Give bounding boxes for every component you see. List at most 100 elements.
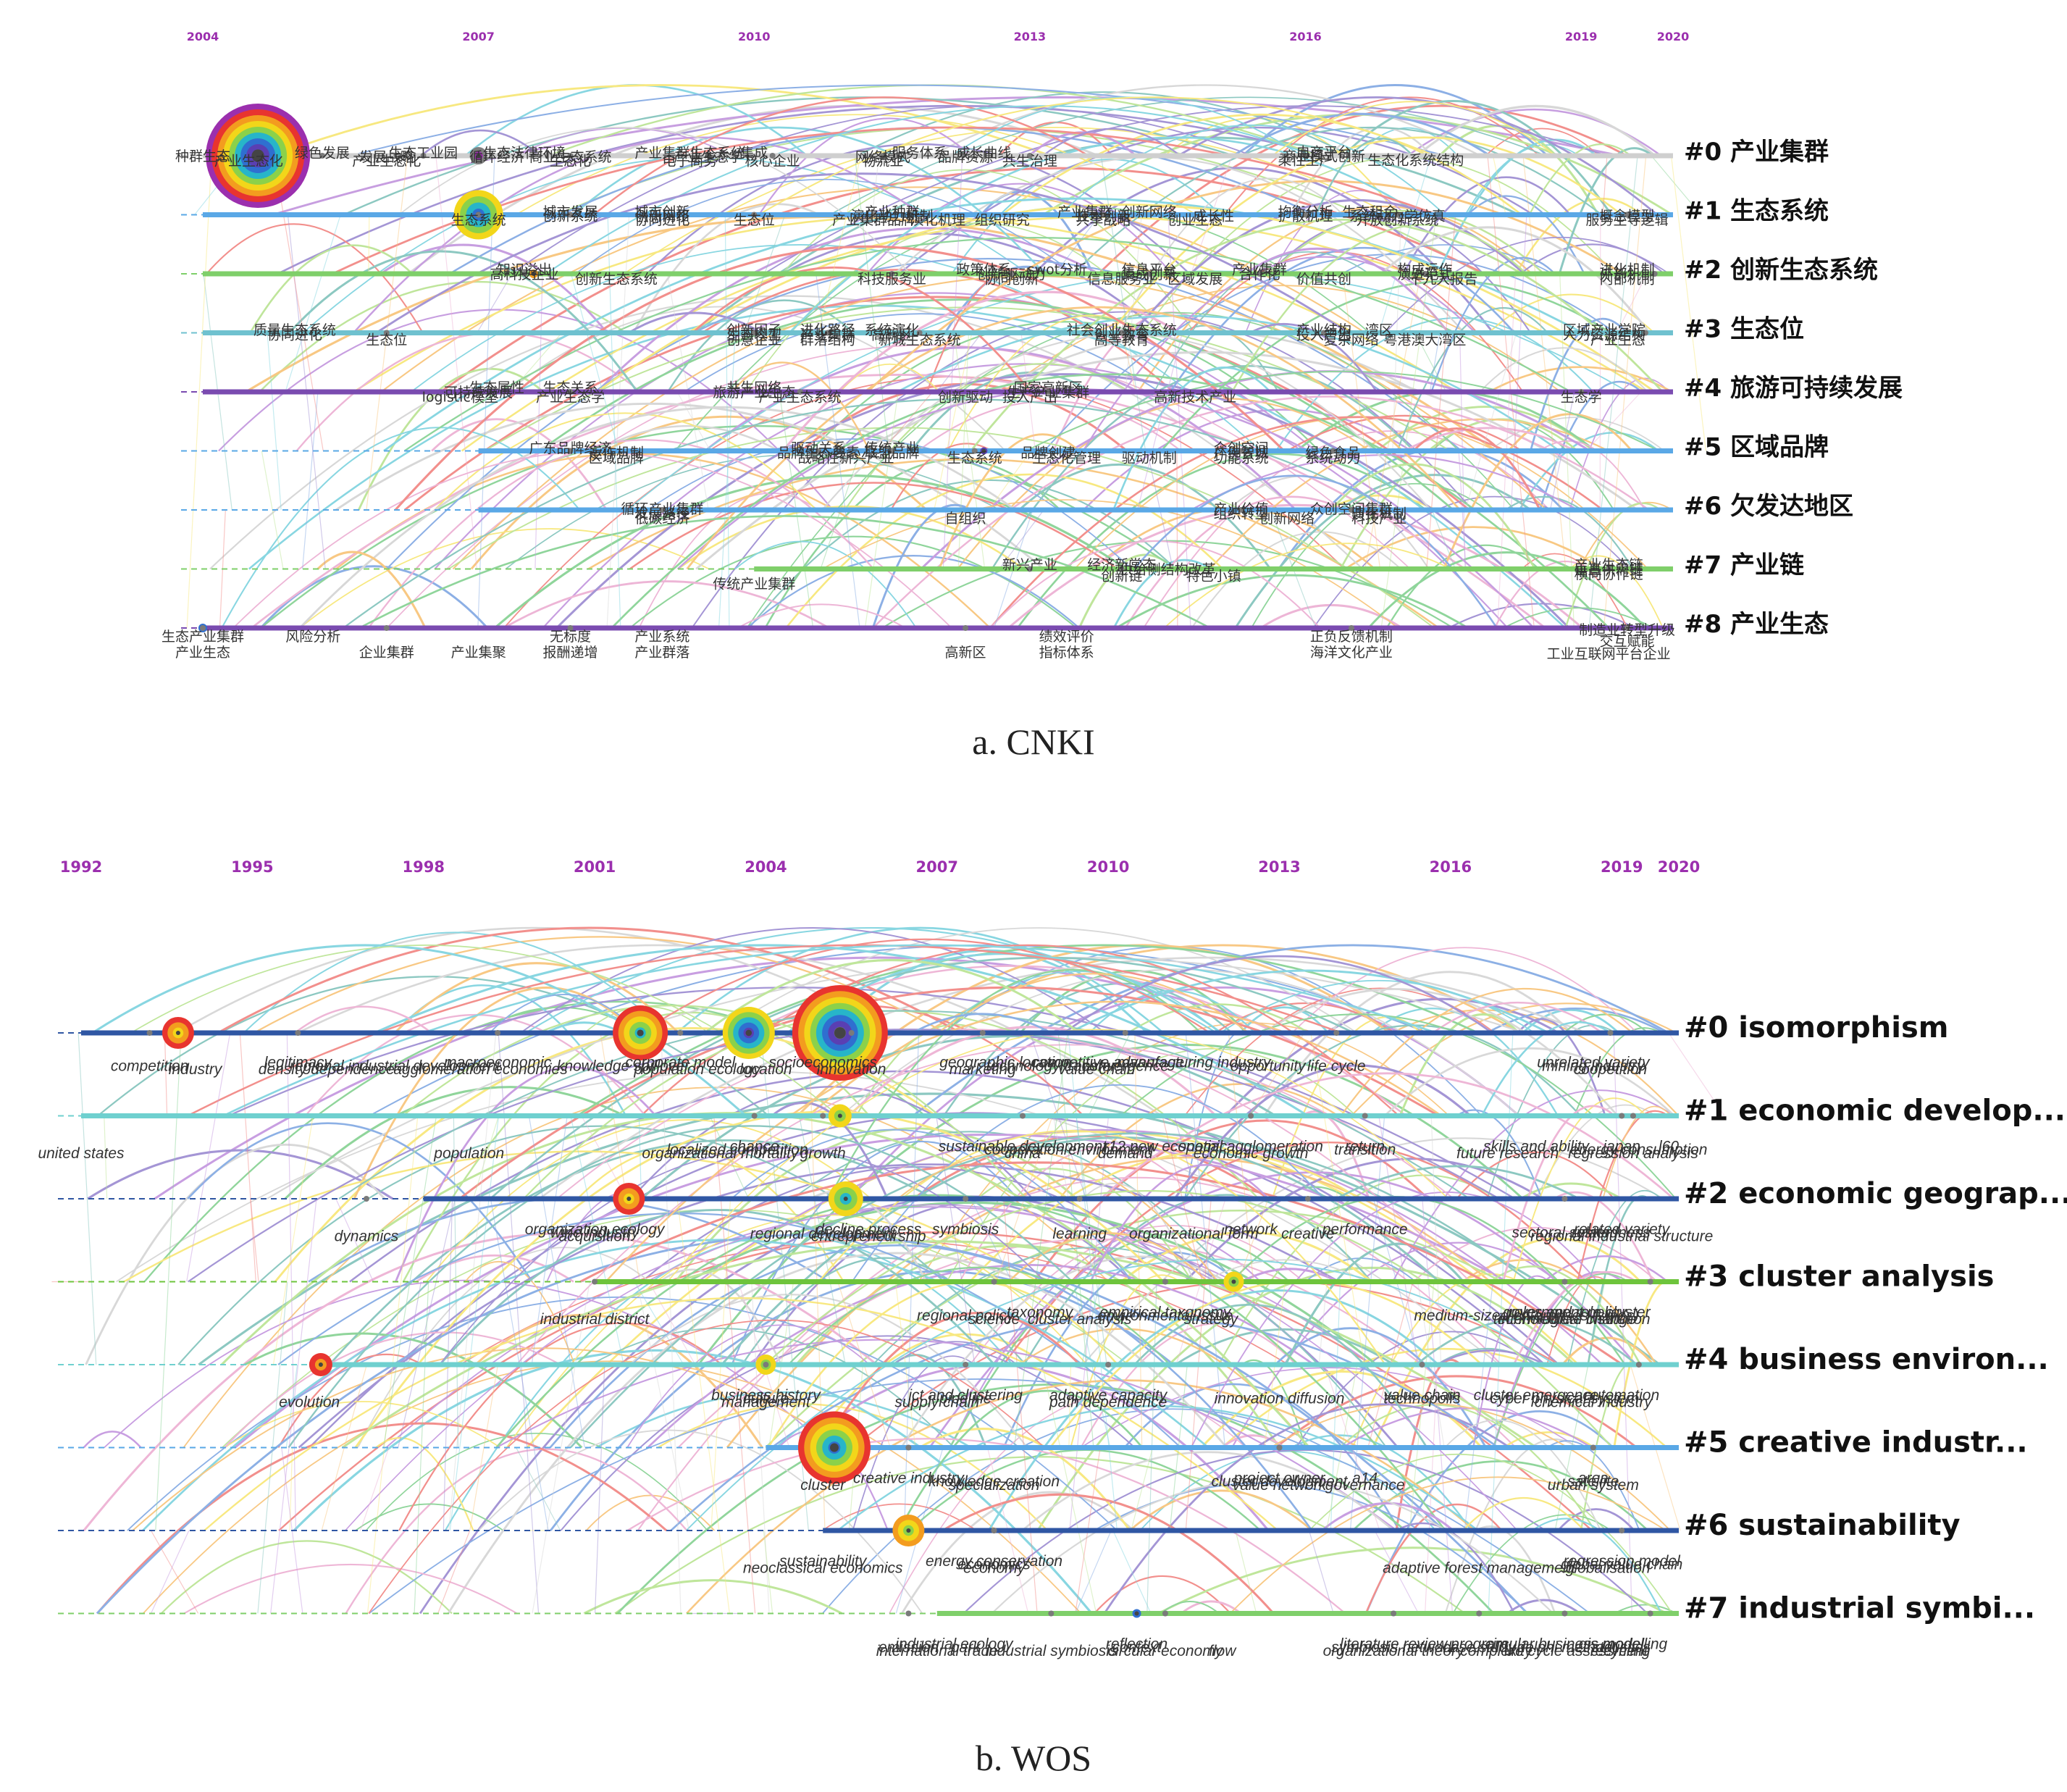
citation-arc (359, 515, 1211, 629)
cluster-label: #4 旅游可持续发展 (1684, 374, 1903, 403)
citation-link (1075, 1530, 1112, 1614)
keyword-label: specialization (949, 1477, 1040, 1494)
keyword-dot (1561, 1278, 1568, 1285)
keyword-label: 传统产业集群 (713, 576, 795, 592)
keyword-label: gis modelling (1579, 1636, 1668, 1652)
keyword-label: regression model (1564, 1553, 1681, 1570)
citation-arc (848, 987, 1520, 1199)
keyword-label: global value chain (1561, 1557, 1682, 1573)
citation-arc (583, 1579, 843, 1615)
keyword-label: taxonomy (1007, 1304, 1074, 1320)
citation-arc (176, 926, 895, 1034)
citation-arc (259, 565, 489, 629)
keyword-dot (916, 330, 923, 336)
keyword-label: complexity (1460, 1643, 1533, 1659)
citation-arc (154, 956, 1286, 1200)
citation-link (1399, 273, 1449, 333)
keyword-label: regional policy (917, 1307, 1015, 1324)
citation-arc (721, 1136, 1440, 1365)
citation-arc (734, 540, 917, 629)
citation-arc (1512, 1097, 1647, 1282)
keyword-dot (567, 212, 574, 218)
keyword-dot (1026, 153, 1033, 159)
citation-arc (912, 1013, 1052, 1034)
citation-arc (217, 926, 962, 1034)
citation-link (1342, 273, 1381, 569)
citation-arc (1518, 432, 1659, 511)
citation-arc (1515, 197, 1643, 275)
citation-arc (187, 944, 1343, 1117)
citation-link (1125, 214, 1142, 393)
cluster-label: #1 economic develop... (1684, 1094, 2066, 1128)
caption-cnki: a. CNKI (972, 721, 1095, 762)
citation-arc (160, 1540, 453, 1615)
keyword-dot (1082, 212, 1088, 218)
keyword-label: 人力资源结构 (1563, 327, 1645, 343)
keyword-label: 知识溢出 (497, 261, 552, 277)
keyword-label: 均衡分析 (1278, 204, 1333, 220)
citation-arc (1472, 1275, 1549, 1448)
keyword-label: creative industry (853, 1470, 965, 1486)
citation-arc (204, 1297, 1279, 1531)
citation-arc (1082, 1182, 1195, 1282)
citation-arc (474, 1313, 763, 1449)
citation-arc (1475, 1525, 1556, 1614)
citation-arc (1231, 224, 1527, 393)
citation-link (1131, 1447, 1154, 1531)
citation-arc (1444, 1419, 1601, 1531)
keyword-label: reflection (1106, 1636, 1167, 1652)
keyword-dot (1647, 1610, 1653, 1617)
citation-arc (375, 172, 1349, 334)
keyword-label: convergence (1082, 1058, 1169, 1074)
citation-arc (187, 1122, 533, 1283)
keyword-label: symbiosis (932, 1221, 999, 1238)
citation-arc (640, 938, 1211, 1034)
citation-arc (411, 244, 1262, 452)
keyword-label: empirical taxonomy (1099, 1304, 1231, 1320)
citation-link (1554, 1281, 1606, 1531)
keyword-node-core (175, 1031, 180, 1035)
citation-link (854, 155, 889, 451)
keyword-dot (991, 1528, 997, 1533)
keyword-dot (592, 1278, 598, 1285)
keyword-label: knowledge creation (928, 1473, 1060, 1490)
caption-wos: b. WOS (975, 1738, 1092, 1778)
citation-arc (1380, 226, 1651, 334)
keyword-label: 生态工业园 (389, 146, 458, 162)
keyword-label: learning (1052, 1226, 1107, 1242)
citation-link (676, 1198, 730, 1614)
citation-arc (1467, 195, 1585, 275)
keyword-label: ict and clustering (908, 1387, 1023, 1404)
keyword-label: 国家高新区 (1014, 380, 1083, 395)
keyword-dot (816, 448, 822, 454)
keyword-label: 创业教育 (1094, 327, 1149, 343)
citation-link (1488, 1032, 1514, 1614)
year-label: 2010 (738, 30, 771, 43)
cluster-label: #6 欠发达地区 (1684, 492, 1853, 521)
citation-link (1069, 1115, 1110, 1531)
keyword-label: 产业结构 (1296, 322, 1351, 338)
citation-link (934, 332, 973, 511)
keyword-label: 集成创新 (1122, 267, 1177, 282)
keyword-label: 投入产出 (1296, 327, 1351, 343)
keyword-label: 企业集群 (359, 645, 414, 661)
keyword-label: performance (1322, 1221, 1408, 1238)
keyword-dot (1635, 1362, 1642, 1368)
keyword-dot (567, 448, 574, 454)
keyword-label: return (1345, 1138, 1385, 1155)
citation-arc (810, 1190, 928, 1283)
citation-arc (614, 1456, 1466, 1615)
citation-arc (1452, 1514, 1611, 1614)
keyword-label: 生态产业集群 (162, 629, 244, 645)
citation-arc (1479, 347, 1648, 393)
keyword-label: 核心企业 (745, 154, 800, 169)
keyword-label: roles and role cluster (1509, 1304, 1651, 1320)
citation-arc (605, 1000, 1443, 1283)
keyword-dot (1348, 507, 1354, 513)
citation-arc (458, 986, 1440, 1200)
citation-arc (1365, 1410, 1614, 1615)
citation-link (709, 1115, 750, 1199)
citation-link (570, 1115, 624, 1365)
